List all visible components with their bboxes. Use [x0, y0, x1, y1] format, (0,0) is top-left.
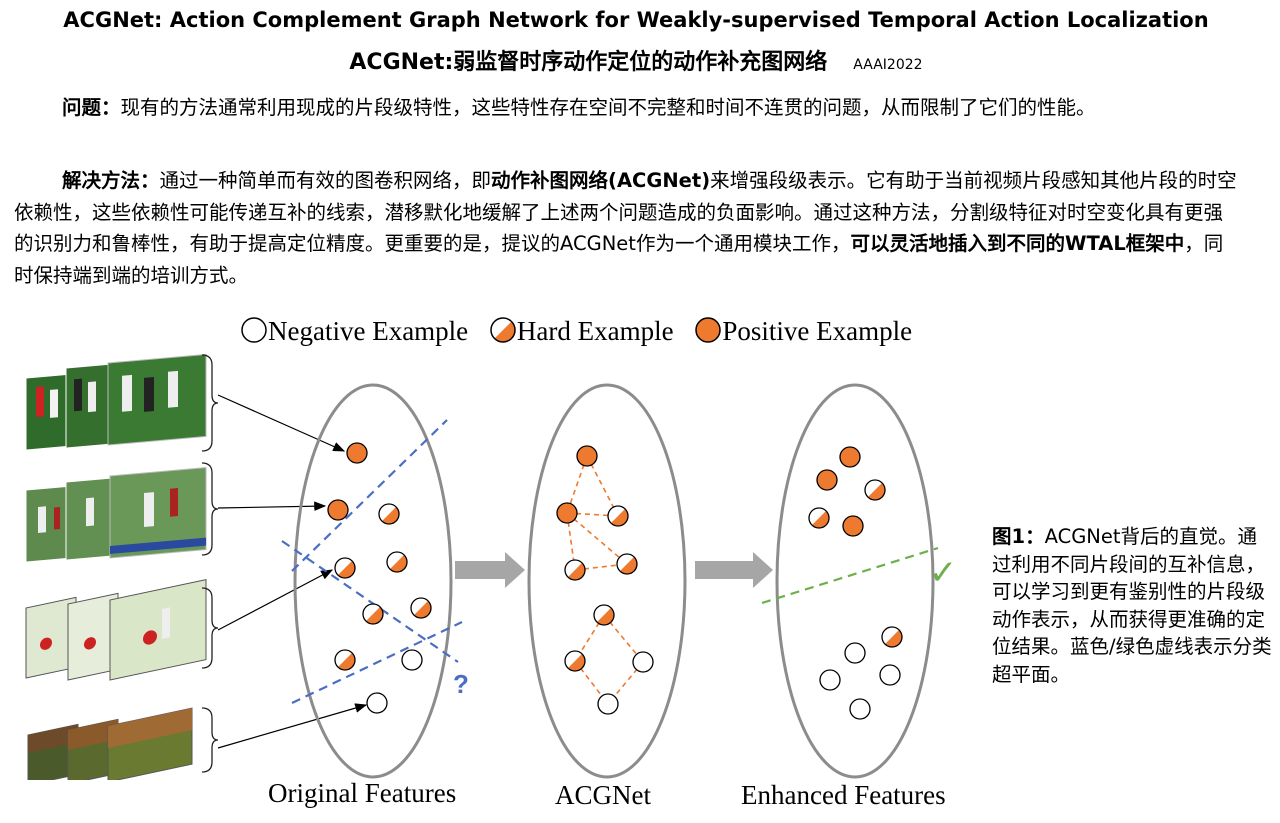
- figure-caption-text: ACGNet背后的直觉。通过利用不同片段间的互补信息，可以学习到更有鉴别性的片段…: [992, 525, 1272, 686]
- label-acgnet: ACGNet: [555, 780, 651, 811]
- video-clip-cricket-2: [26, 468, 206, 562]
- hard-node: [882, 627, 902, 647]
- flow-arrow-icon: [695, 552, 773, 588]
- original-features-ellipse: [295, 385, 451, 777]
- flow-arrow-icon: [455, 552, 525, 588]
- label-original-features: Original Features: [268, 778, 456, 809]
- paper-title-english: ACGNet: Action Complement Graph Network …: [0, 8, 1272, 32]
- hard-node: [363, 604, 383, 624]
- figure-caption-label: 图1：: [992, 525, 1045, 548]
- video-clip-cricket-4: [28, 708, 192, 780]
- legend-hard: Hard Example: [489, 316, 674, 347]
- problem-label: 问题：: [62, 96, 121, 119]
- hard-node: [565, 560, 585, 580]
- negative-node: [367, 693, 387, 713]
- feature-nodes: [328, 443, 902, 719]
- negative-node: [850, 699, 870, 719]
- solution-label: 解决方法：: [62, 169, 160, 192]
- video-clip-cricket-1: [26, 354, 206, 450]
- positive-node: [328, 500, 348, 520]
- positive-circle-icon: [694, 316, 722, 344]
- positive-node: [347, 443, 367, 463]
- hard-node: [865, 480, 885, 500]
- hard-node: [335, 558, 355, 578]
- hard-circle-icon: [489, 316, 517, 344]
- negative-node: [633, 652, 653, 672]
- figure-legend: Negative Example Hard Example Positive E…: [240, 316, 926, 347]
- hard-node: [411, 598, 431, 618]
- solution-paragraph: 解决方法：通过一种简单而有效的图卷积网络，即动作补图网络(ACGNet)来增强段…: [14, 165, 1242, 291]
- negative-node: [845, 643, 865, 663]
- problem-paragraph: 问题：现有的方法通常利用现成的片段级特性，这些特性存在空间不完整和时间不连贯的问…: [14, 92, 1242, 124]
- green-hyperplane: [762, 548, 938, 603]
- figure-caption: 图1：ACGNet背后的直觉。通过利用不同片段间的互补信息，可以学习到更有鉴别性…: [992, 523, 1272, 688]
- hard-node: [594, 605, 614, 625]
- solution-bold-b: 可以灵活地插入到不同的WTAL框架中: [850, 232, 1184, 255]
- negative-node: [820, 670, 840, 690]
- negative-node: [880, 665, 900, 685]
- solution-text-a: 通过一种简单而有效的图卷积网络，即: [160, 169, 492, 192]
- positive-node: [557, 503, 577, 523]
- negative-node: [598, 694, 618, 714]
- problem-text: 现有的方法通常利用现成的片段级特性，这些特性存在空间不完整和时间不连贯的问题，从…: [121, 96, 1096, 119]
- positive-node: [840, 447, 860, 467]
- negative-circle-icon: [240, 316, 268, 344]
- question-mark: ?: [453, 669, 469, 699]
- hard-node: [379, 504, 399, 524]
- hard-node: [617, 554, 637, 574]
- hard-node: [809, 508, 829, 528]
- legend-negative-label: Negative Example: [268, 316, 468, 346]
- paper-title-chinese: ACGNet:弱监督时序动作定位的动作补充图网络 AAAI2022: [0, 44, 1272, 76]
- title-chinese-text: ACGNet:弱监督时序动作定位的动作补充图网络: [349, 50, 827, 75]
- hard-node: [387, 552, 407, 572]
- legend-positive-label: Positive Example: [722, 316, 912, 346]
- check-icon: ✓: [929, 553, 958, 593]
- hard-node: [335, 650, 355, 670]
- positive-node: [577, 446, 597, 466]
- video-clip-cricket-3: [26, 580, 206, 680]
- legend-positive: Positive Example: [694, 316, 912, 347]
- hard-node: [608, 506, 628, 526]
- solution-bold-a: 动作补图网络(ACGNet): [491, 169, 710, 192]
- positive-node: [843, 516, 863, 536]
- hard-node: [565, 651, 585, 671]
- label-enhanced-features: Enhanced Features: [741, 780, 946, 811]
- acgnet-ellipse: [529, 385, 685, 777]
- negative-node: [402, 650, 422, 670]
- legend-negative: Negative Example: [240, 316, 468, 347]
- positive-node: [817, 470, 837, 490]
- acgnet-figure: ? ✓: [0, 345, 985, 780]
- legend-hard-label: Hard Example: [517, 316, 674, 346]
- venue-label: AAAI2022: [853, 57, 922, 73]
